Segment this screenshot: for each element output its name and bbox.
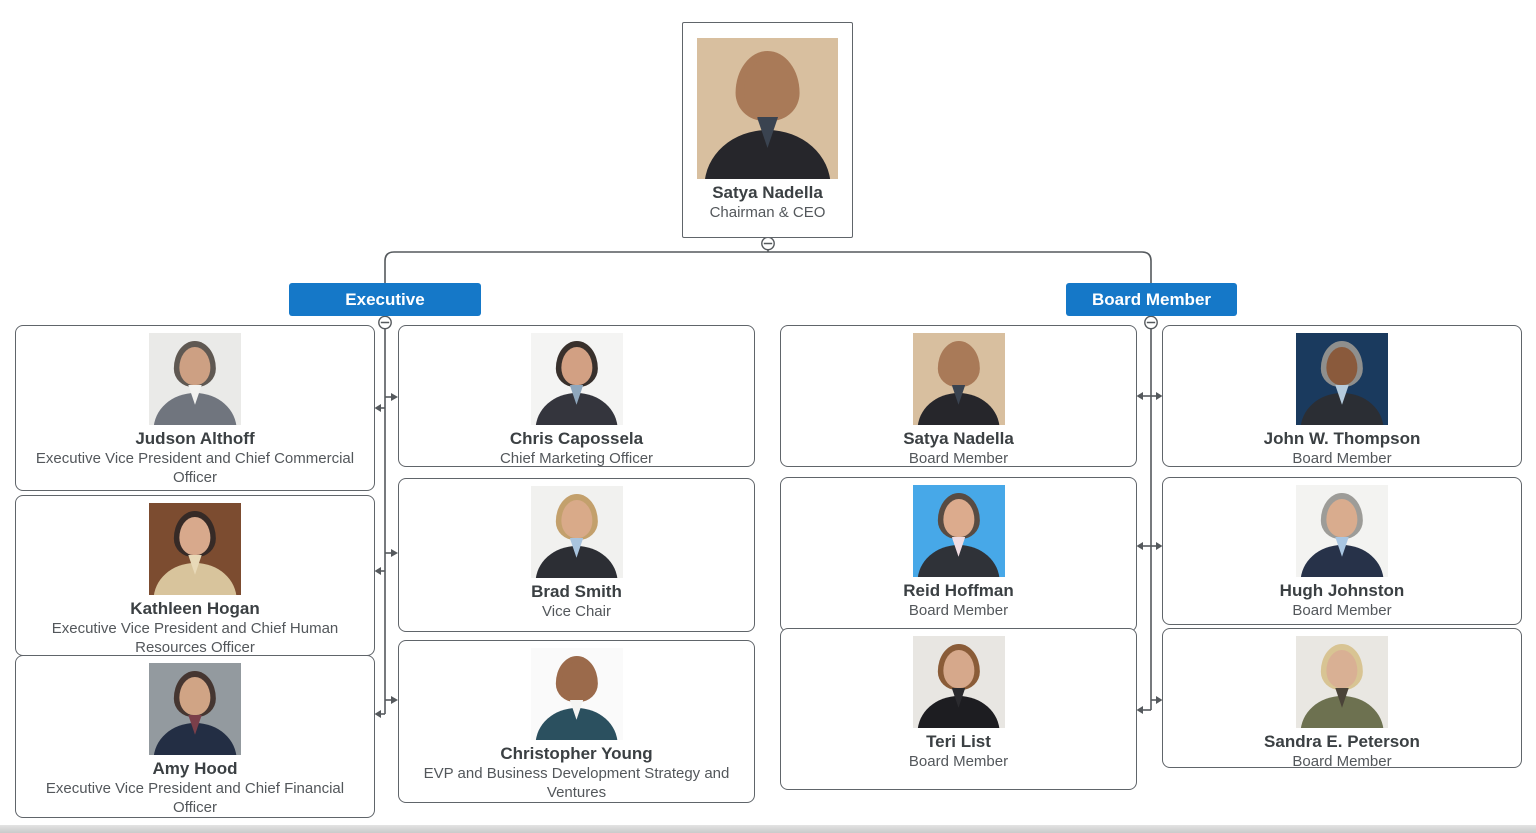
org-card-teri-list[interactable]: Teri List Board Member	[780, 628, 1137, 790]
photo-hugh-johnston	[1296, 485, 1388, 577]
arrow-brad-smith	[391, 549, 398, 557]
person-title: Chief Marketing Officer	[499, 450, 654, 467]
person-title: Board Member	[908, 602, 1009, 619]
arrow-hugh-johnston	[1156, 542, 1163, 550]
person-name: Hugh Johnston	[1279, 581, 1405, 600]
org-card-brad-smith[interactable]: Brad Smith Vice Chair	[398, 478, 755, 632]
person-title: Vice Chair	[542, 603, 611, 620]
photo-satya-nadella	[697, 38, 838, 179]
photo-teri-list	[912, 636, 1005, 728]
person-name: Reid Hoffman	[903, 581, 1014, 600]
org-card-john-thompson[interactable]: John W. Thompson Board Member	[1162, 325, 1522, 467]
person-name: Chris Capossela	[509, 429, 644, 448]
photo-satya-nadella-board	[912, 333, 1005, 425]
org-card-judson-althoff[interactable]: Judson Althoff Executive Vice President …	[15, 325, 375, 491]
group-label-board-member[interactable]: Board Member	[1066, 283, 1237, 316]
person-title: Board Member	[908, 450, 1009, 467]
person-title: Board Member	[908, 753, 1009, 770]
arrow-kathleen-hogan	[374, 567, 381, 575]
arrow-amy-hood	[374, 710, 381, 718]
person-title: Board Member	[1292, 753, 1392, 770]
person-name: Sandra E. Peterson	[1264, 732, 1420, 751]
connector-group-bar	[384, 251, 1152, 284]
collapse-toggle-executive[interactable]	[378, 315, 392, 330]
photo-judson-althoff	[149, 333, 241, 425]
arrow-judson-althoff	[374, 404, 381, 412]
group-label-executive[interactable]: Executive	[289, 283, 481, 316]
person-title: Executive Vice President and Chief Human…	[51, 620, 339, 656]
photo-christopher-young	[530, 648, 623, 740]
person-title: Chairman & CEO	[709, 204, 826, 221]
org-card-hugh-johnston[interactable]: Hugh Johnston Board Member	[1162, 477, 1522, 625]
person-name: Amy Hood	[152, 759, 238, 778]
photo-sandra-peterson	[1296, 636, 1388, 728]
collapse-toggle-root[interactable]	[761, 236, 775, 251]
arrow-teri-list	[1136, 706, 1143, 714]
person-name: Kathleen Hogan	[130, 599, 260, 618]
org-card-sandra-peterson[interactable]: Sandra E. Peterson Board Member	[1162, 628, 1522, 770]
arrow-sandra-peterson	[1156, 696, 1163, 704]
arrow-reid-hoffman	[1136, 542, 1143, 550]
photo-amy-hood	[149, 663, 241, 755]
arrow-christopher-young	[391, 696, 398, 704]
org-card-satya-nadella-board[interactable]: Satya Nadella Board Member	[780, 325, 1137, 467]
photo-brad-smith	[530, 486, 623, 578]
person-name: Satya Nadella	[903, 429, 1014, 448]
org-card-reid-hoffman[interactable]: Reid Hoffman Board Member	[780, 477, 1137, 632]
photo-john-thompson	[1296, 333, 1388, 425]
org-card-satya-nadella-ceo[interactable]: Satya Nadella Chairman & CEO	[682, 22, 853, 238]
arrow-john-thompson	[1156, 392, 1163, 400]
photo-kathleen-hogan	[149, 503, 241, 595]
person-name: Christopher Young	[500, 744, 653, 763]
person-name: Brad Smith	[531, 582, 622, 601]
person-title: Board Member	[1292, 602, 1392, 619]
person-name: Teri List	[926, 732, 991, 751]
person-title: Board Member	[1292, 450, 1392, 467]
org-card-chris-capossela[interactable]: Chris Capossela Chief Marketing Officer	[398, 325, 755, 467]
org-card-kathleen-hogan[interactable]: Kathleen Hogan Executive Vice President …	[15, 495, 375, 656]
person-title: Executive Vice President and Chief Comme…	[35, 450, 355, 486]
collapse-toggle-board-member[interactable]	[1144, 315, 1158, 330]
photo-chris-capossela	[530, 333, 623, 425]
person-name: Judson Althoff	[135, 429, 255, 448]
bottom-edge-strip	[0, 825, 1536, 833]
person-name: Satya Nadella	[712, 183, 823, 202]
org-card-amy-hood[interactable]: Amy Hood Executive Vice President and Ch…	[15, 655, 375, 818]
person-title: EVP and Business Development Strategy an…	[423, 765, 730, 801]
photo-reid-hoffman	[912, 485, 1005, 577]
arrow-satya-board	[1136, 392, 1143, 400]
person-title: Executive Vice President and Chief Finan…	[45, 780, 345, 816]
arrow-chris-capossela	[391, 393, 398, 401]
org-card-christopher-young[interactable]: Christopher Young EVP and Business Devel…	[398, 640, 755, 803]
person-name: John W. Thompson	[1263, 429, 1421, 448]
